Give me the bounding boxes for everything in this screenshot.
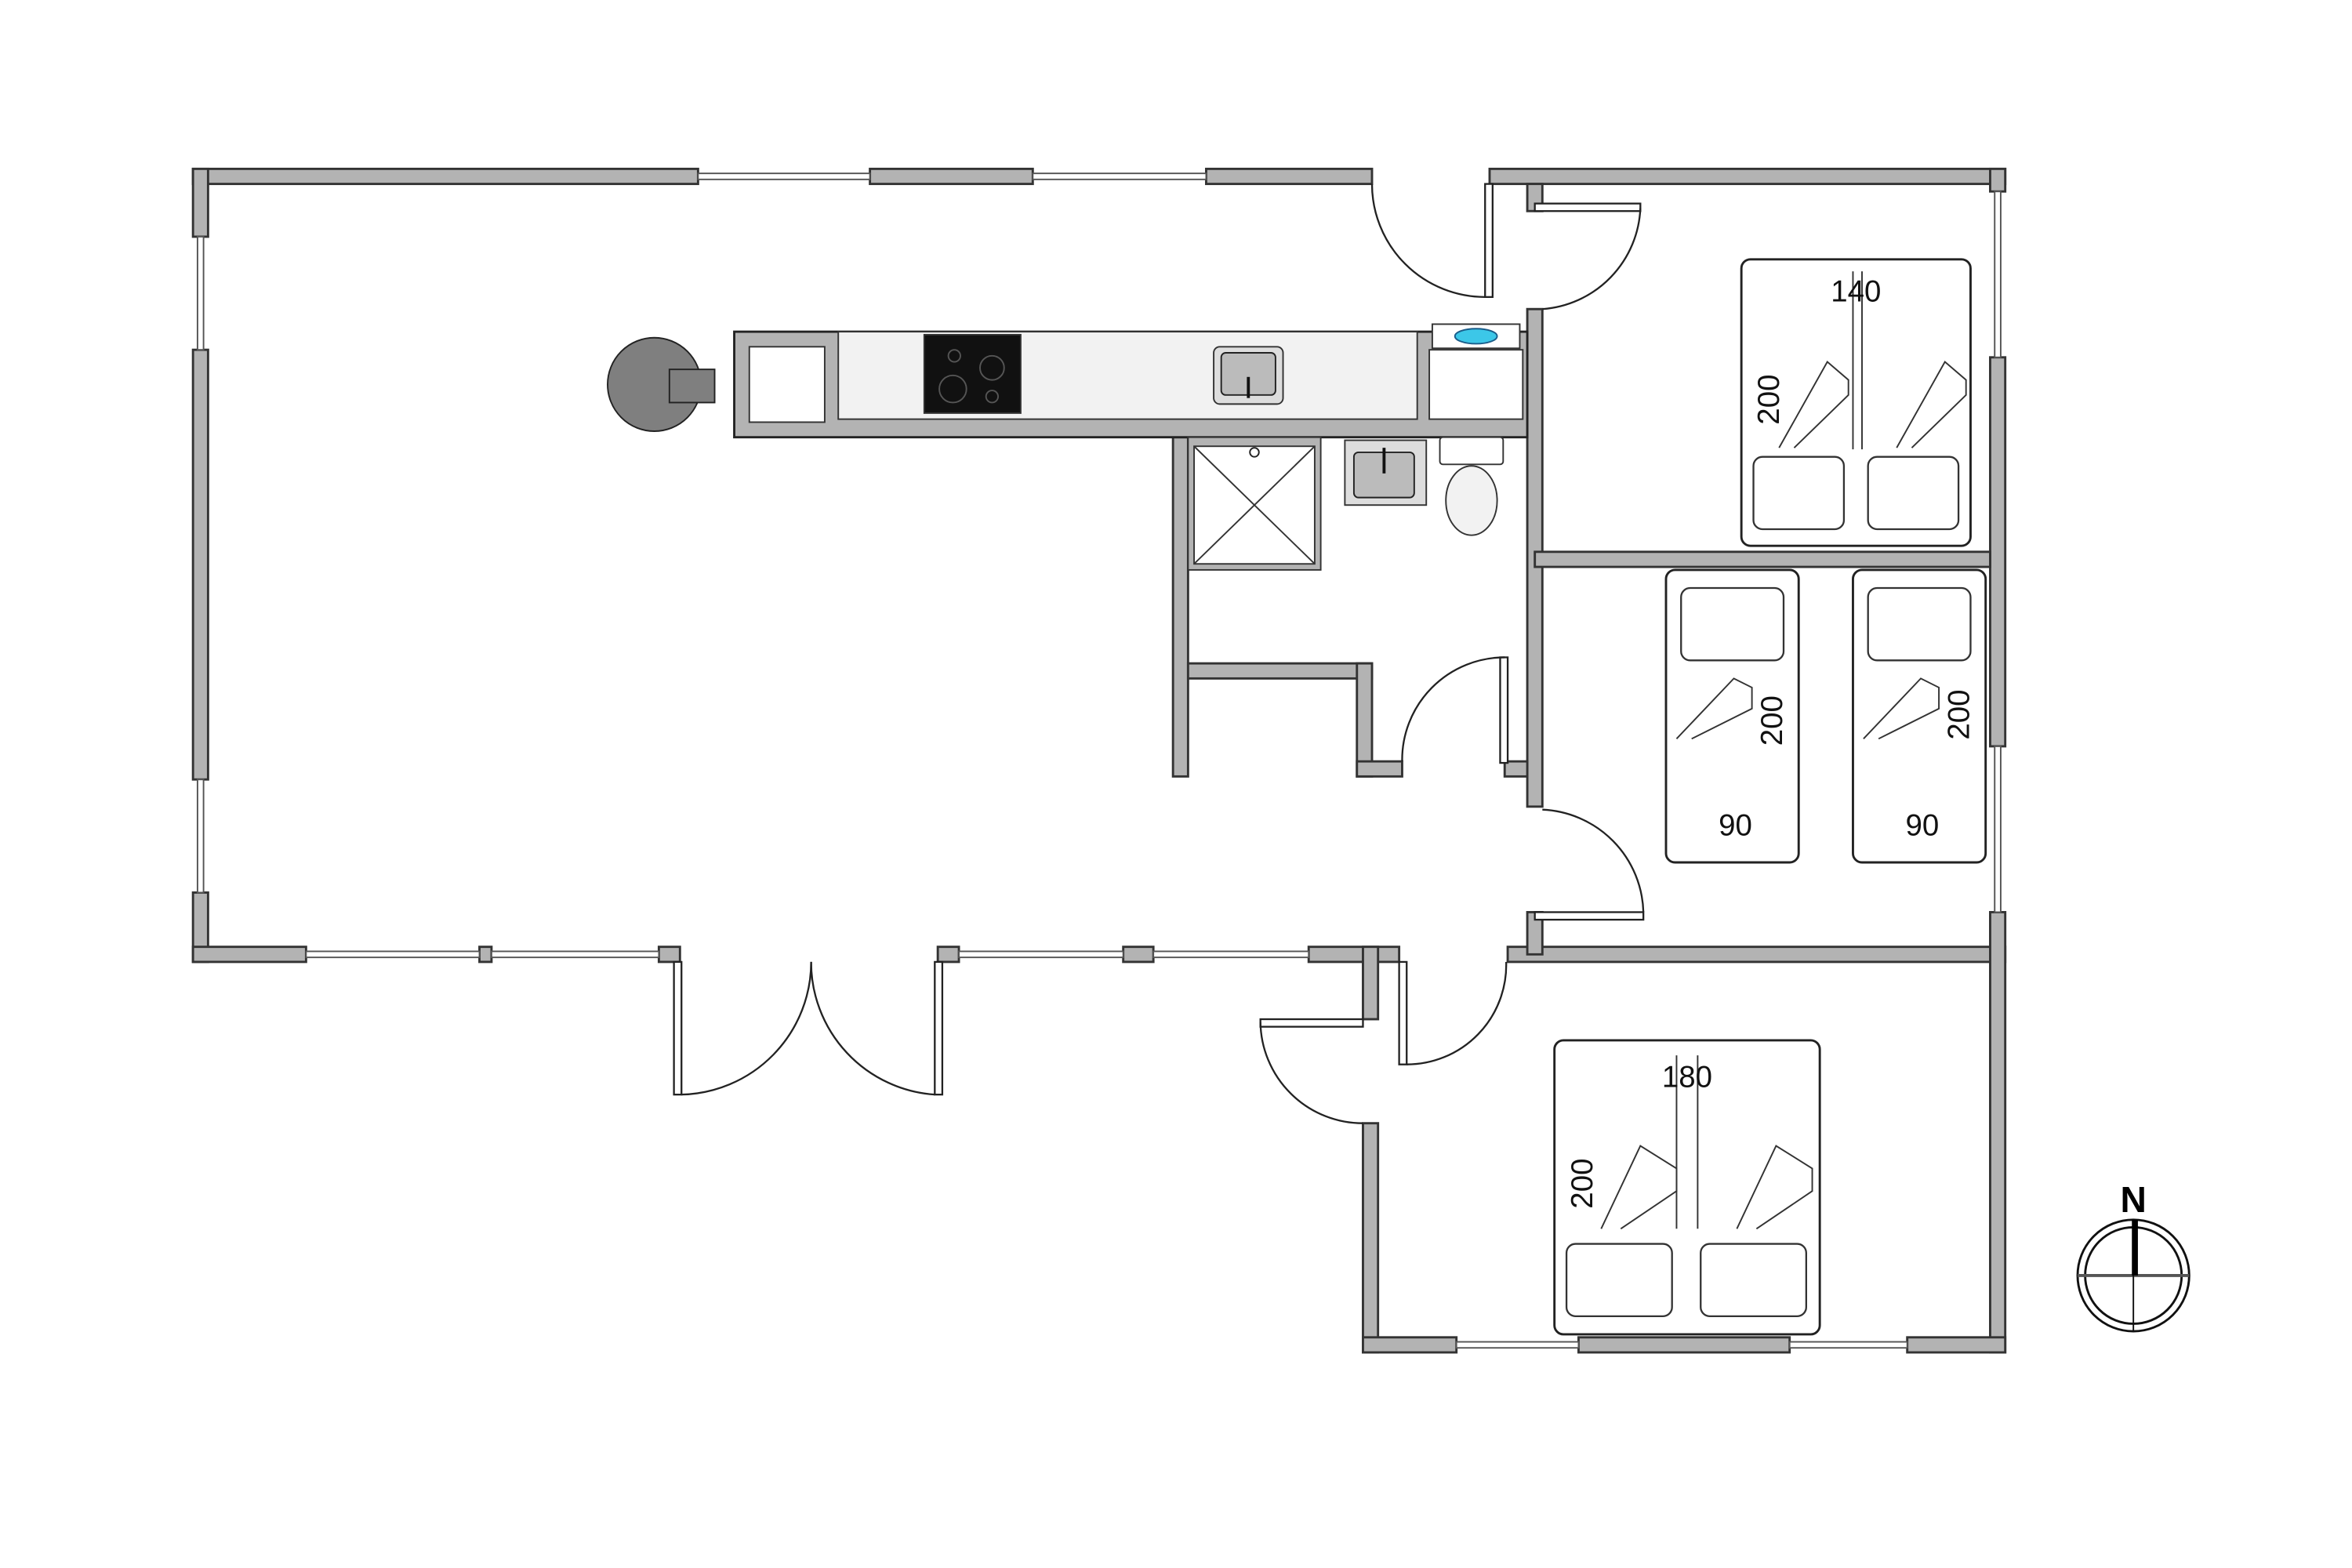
north-compass-icon: N [2076, 1179, 2190, 1333]
bed-width-label: 140 [1831, 275, 1881, 309]
kitchen-counter [733, 323, 1529, 439]
windows [196, 172, 2002, 1349]
double-bed-180: 180 200 [1553, 1039, 1821, 1336]
bed-length-label: 200 [1566, 1159, 1599, 1209]
single-bed-b: 200 90 [1852, 568, 1987, 864]
bed-width-label: 90 [1906, 808, 1940, 842]
bathroom-sink-icon [1344, 439, 1428, 506]
single-bed-a: 200 90 [1664, 568, 1800, 864]
bed-length-label: 200 [1943, 689, 1976, 739]
doors [673, 183, 1645, 1124]
bed-length-label: 200 [1752, 375, 1786, 425]
double-bed-140: 140 200 [1740, 258, 1972, 547]
interior-walls [1171, 183, 1991, 956]
bed-width-label: 180 [1662, 1061, 1712, 1094]
kitchen-sink-icon [1213, 346, 1284, 405]
bed-width-label: 90 [1719, 808, 1752, 842]
bed-length-label: 200 [1755, 695, 1789, 746]
shower-icon [1187, 436, 1322, 571]
compass-north-label: N [2120, 1179, 2146, 1220]
washbasin-small-icon [1431, 323, 1521, 350]
toilet-icon [1439, 436, 1504, 536]
hob-icon [923, 333, 1022, 414]
wood-stove-icon [607, 336, 716, 432]
